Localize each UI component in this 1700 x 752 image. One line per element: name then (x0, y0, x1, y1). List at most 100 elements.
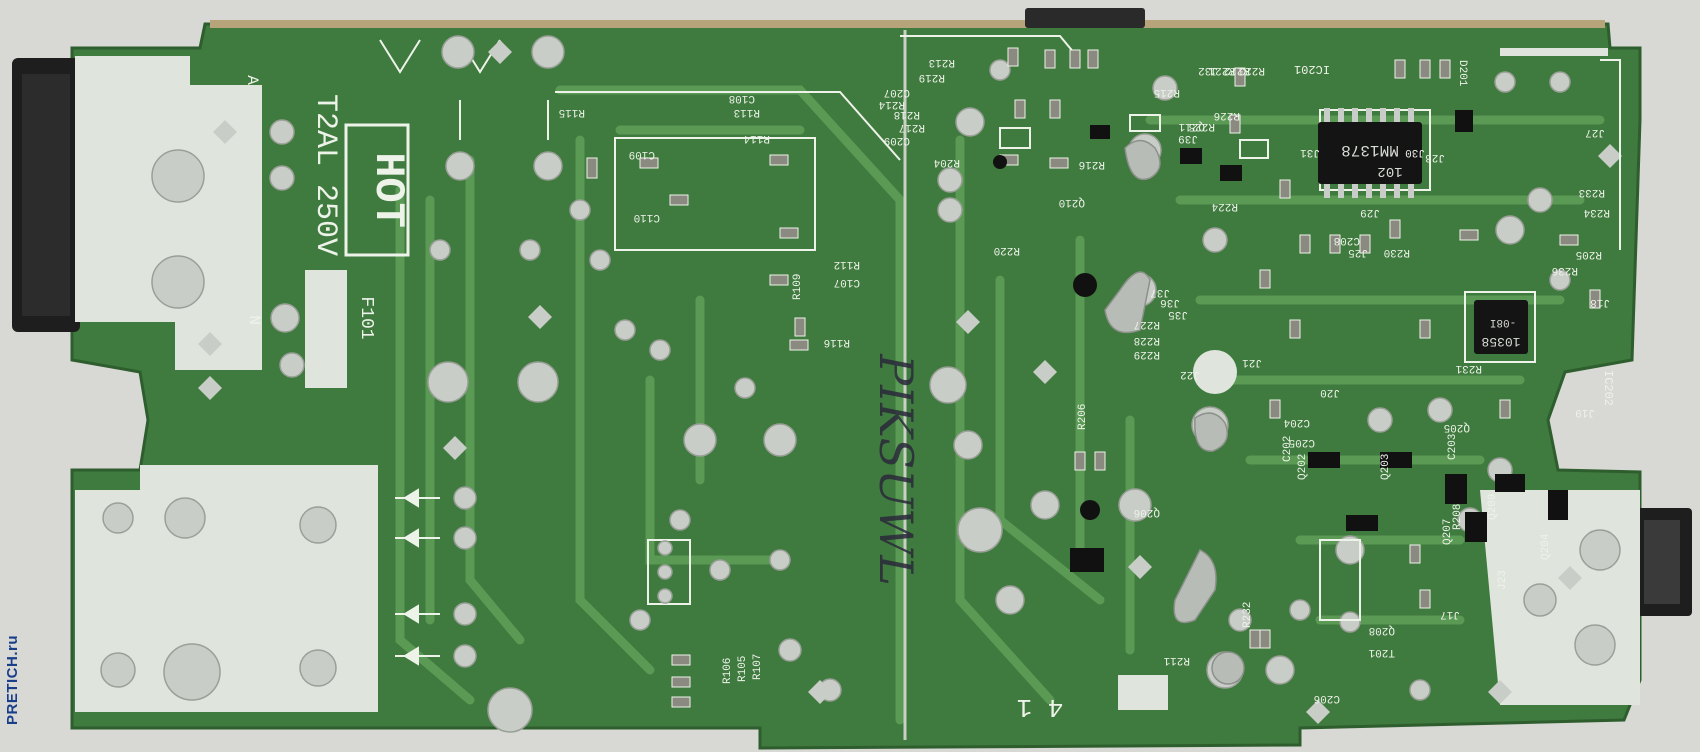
ref-label: J22 (1180, 368, 1200, 380)
ref-label: C110 (634, 211, 660, 223)
watermark: PRETICH.ru (4, 634, 21, 725)
ref-label: R208 (1452, 504, 1464, 530)
ref-label: R213 (929, 56, 955, 68)
smd-components (586, 47, 1601, 708)
ic201-marking: MM1378 (1341, 141, 1399, 159)
ref-label: R230 (1384, 246, 1410, 258)
ref-label: R221 (1208, 64, 1235, 76)
diamond-pads (198, 40, 1622, 724)
ref-label: C206 (1314, 692, 1340, 704)
ref-label: R228 (1134, 334, 1160, 346)
terminal-a-label: A (243, 75, 261, 85)
bridge-diodes (395, 488, 440, 666)
ref-label: J35 (1168, 308, 1188, 320)
ref-label: R219 (919, 71, 945, 83)
ref-label: R218 (894, 108, 920, 120)
ref-label: C109 (629, 148, 655, 160)
ref-label: R225 (1189, 120, 1215, 132)
test-point-disc (1193, 350, 1237, 394)
ref-label: T201 (1368, 646, 1395, 658)
ref-label: J36 (1160, 296, 1180, 308)
ref-label: J25 (1348, 246, 1368, 258)
ref-label: C202 (1282, 436, 1294, 462)
ref-label: R233 (1579, 186, 1605, 198)
ref-label: J20 (1320, 386, 1340, 398)
ref-label: R206 (1077, 404, 1089, 430)
solder-pads-secondary (929, 59, 1621, 701)
ref-label: J30 (1405, 146, 1425, 158)
dc-connector-right (1630, 508, 1692, 616)
ref-label: Q209 (1487, 494, 1499, 520)
ref-label: J29 (1360, 206, 1380, 218)
ref-label: J19 (1575, 406, 1595, 418)
ref-label: D201 (1456, 60, 1468, 87)
ref-label: Q204 (1540, 533, 1552, 560)
ref-label: R216 (1079, 158, 1105, 170)
ref-label: J18 (1590, 296, 1610, 308)
ref-label: C108 (729, 92, 755, 104)
handwritten-marker: PIKSUWL (869, 353, 923, 586)
ref-label: R227 (1134, 318, 1160, 330)
ref-label: J27 (1585, 126, 1605, 138)
hot-label-box: HOT (344, 123, 412, 257)
ref-label: J31 (1300, 146, 1320, 158)
solder-blobs (1104, 139, 1245, 685)
ref-label: C208 (1334, 234, 1360, 246)
ref-label: J32 (1198, 64, 1218, 76)
ref-label: Q203 (1380, 454, 1392, 480)
top-clip (1025, 8, 1145, 28)
ic201-code: 102 (1377, 163, 1402, 179)
ref-label: J37 (1150, 286, 1170, 298)
ref-label: R106 (722, 658, 734, 684)
ref-label: R107 (752, 654, 764, 680)
hot-label: HOT (364, 152, 412, 228)
ref-label: R105 (737, 656, 749, 682)
terminal-n-label: N (245, 315, 263, 325)
ic201 (1318, 108, 1422, 198)
ref-label: R116 (824, 336, 850, 348)
ref-label: R114 (743, 132, 770, 144)
ref-label: C205 (1289, 436, 1315, 448)
ref-label: C203 (1447, 434, 1459, 460)
ref-label: R115 (559, 106, 585, 118)
ref-label: R229 (1134, 348, 1160, 360)
ref-label: R226 (1214, 109, 1240, 121)
ic202 (1474, 300, 1528, 354)
ref-label: C209 (884, 134, 910, 146)
ref-label: R215 (1154, 86, 1180, 98)
ref-label: J28 (1425, 151, 1445, 163)
ref-label: J17 (1440, 608, 1460, 620)
ref-label: R113 (734, 106, 760, 118)
ref-label: C207 (884, 86, 910, 98)
ref-label: Q210 (1059, 196, 1085, 208)
fuse-ref-label: F101 (356, 296, 376, 339)
ref-label: J21 (1242, 356, 1262, 368)
primary-silk-outlines (379, 39, 901, 605)
ref-label: C204 (1283, 416, 1310, 428)
transistors (993, 110, 1568, 572)
ref-label: R109 (792, 274, 804, 300)
ic202-marking: 10358 (1481, 334, 1520, 349)
ref-label: R204 (933, 156, 960, 168)
ref-label: Q205 (1444, 421, 1470, 433)
ref-label: R232 (1242, 602, 1254, 628)
ref-label: R222 (1224, 64, 1250, 76)
ref-label: R214 (878, 98, 905, 110)
ref-label: Q206 (1134, 506, 1160, 518)
ref-label: R112 (834, 258, 860, 270)
corner-mark: 4 1 (1017, 692, 1064, 722)
ref-label: R234 (1583, 206, 1610, 218)
ref-label: R217 (899, 121, 925, 133)
ref-label: R231 (1455, 362, 1482, 374)
ref-label: Q208 (1369, 624, 1395, 636)
ref-label: R211 (1163, 654, 1190, 666)
ic201-ref: IC201 (1294, 62, 1330, 76)
ref-label: R223 (1239, 64, 1265, 76)
ref-label: R236 (1552, 264, 1578, 276)
fuse-rating-label: T2AL 250V (308, 94, 342, 256)
ic202-ref: IC202 (1601, 370, 1615, 406)
